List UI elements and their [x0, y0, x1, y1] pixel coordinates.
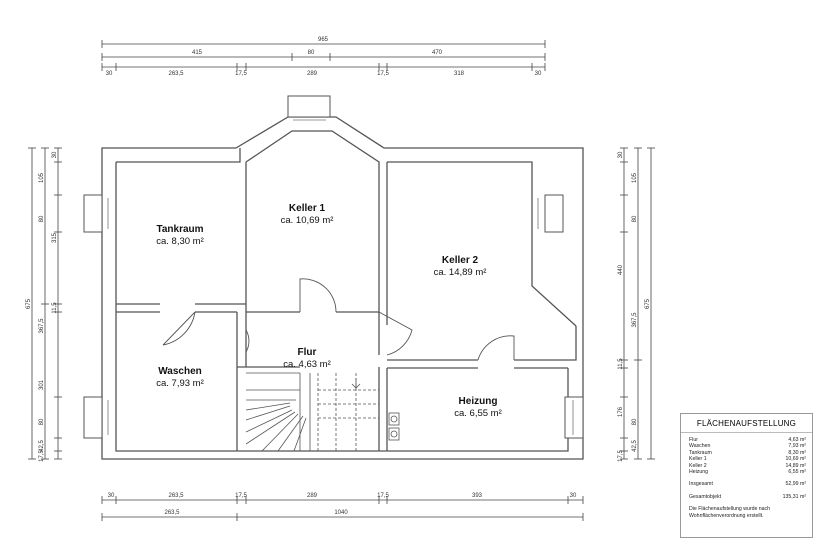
area-row: Waschen 7,93 m² — [689, 443, 806, 449]
area-row: Heizung 6,55 m² — [689, 469, 806, 475]
dim-left-detail: 11,5 — [52, 302, 58, 314]
dim-top-mid: 80 — [308, 50, 315, 56]
area-row-value: 4,63 m² — [788, 437, 806, 443]
dim-left-detail: 301 — [39, 379, 45, 390]
area-total-value: 52,99 m² — [785, 481, 806, 488]
room-area-flur: ca. 4,63 m² — [283, 359, 331, 370]
area-total-label: Insgesamt — [689, 481, 713, 488]
dim-top-detail: 17,5 — [235, 71, 247, 77]
dim-right-mid: 440 — [618, 264, 624, 275]
dim-bottom-detail: 17,5 — [235, 493, 247, 499]
area-row-label: Keller 2 — [689, 462, 707, 469]
dim-bottom-mid: 1040 — [334, 510, 348, 516]
dim-right-detail: 30 — [618, 151, 624, 158]
walls — [101, 116, 584, 460]
window-left-top — [83, 194, 103, 233]
dim-bottom-detail: 30 — [108, 493, 115, 499]
area-row: Flur 4,63 m² — [689, 437, 806, 443]
window-left-bottom — [83, 396, 103, 439]
dim-left-detail: 42,5 — [39, 440, 45, 452]
dim-top-total: 965 — [318, 37, 329, 43]
room-area-waschen: ca. 7,93 m² — [156, 378, 204, 389]
dim-right-detail: 11,5 — [618, 358, 624, 370]
area-row-value: 6,55 m² — [788, 469, 806, 476]
dim-left-detail: 80 — [39, 215, 45, 222]
dim-right-detail: 80 — [632, 418, 638, 425]
dim-left-mid: 367,5 — [39, 318, 45, 334]
room-area-heizung: ca. 6,55 m² — [454, 408, 502, 419]
room-area-keller2: ca. 14,89 m² — [434, 267, 487, 278]
dim-top-detail: 30 — [535, 71, 542, 77]
dim-top-detail: 30 — [106, 71, 113, 77]
dim-right-detail: 105 — [632, 172, 638, 183]
dim-bottom-detail: 289 — [307, 493, 318, 499]
area-row-label: Waschen — [689, 443, 711, 450]
dim-left-total: 675 — [26, 298, 32, 309]
room-name-tankraum: Tankraum — [156, 224, 203, 235]
dim-top-detail: 263,5 — [168, 71, 184, 77]
dim-left-detail: 315 — [52, 232, 58, 243]
dim-bottom-detail: 17,5 — [377, 493, 389, 499]
room-name-waschen: Waschen — [158, 366, 202, 377]
dim-right-total: 675 — [645, 298, 651, 309]
room-name-keller2: Keller 2 — [442, 255, 479, 266]
dim-bottom-detail: 30 — [570, 493, 577, 499]
area-row-label: Heizung — [689, 469, 709, 476]
dim-right-mid: 367,5 — [632, 312, 638, 328]
window-right-bottom — [564, 396, 584, 439]
boiler-burner — [390, 415, 398, 423]
room-area-tankraum: ca. 8,30 m² — [156, 236, 204, 247]
dim-left-detail: 80 — [39, 418, 45, 425]
area-row: Keller 2 14,89 m² — [689, 463, 806, 469]
area-row-label: Flur — [689, 437, 698, 443]
room-name-keller1: Keller 1 — [289, 203, 326, 214]
area-summary-note: Die Flächenaufstellung wurde nach Wohnfl… — [689, 506, 771, 519]
area-row-label: Tankraum — [689, 449, 712, 456]
area-row-value: 10,69 m² — [785, 456, 806, 463]
dim-right-detail: 17,5 — [618, 450, 624, 462]
dim-left-detail: 105 — [39, 172, 45, 183]
area-row-value: 14,89 m² — [785, 462, 806, 469]
room-name-heizung: Heizung — [459, 396, 498, 407]
area-row-label: Keller 1 — [689, 456, 707, 463]
area-object-label: Gesamtobjekt — [689, 493, 722, 500]
area-summary-box: FLÄCHENAUFSTELLUNG Flur 4,63 m² Waschen 7,… — [680, 413, 813, 538]
dim-bottom-detail: 263,5 — [168, 493, 184, 499]
dim-right-detail: 42,5 — [632, 440, 638, 452]
dimension-labels: 965 415 80 470 30 263,5 17,5 289 17,5 31… — [26, 37, 651, 516]
dim-top-mid: 415 — [192, 50, 203, 56]
window-bay — [287, 95, 331, 118]
dim-bottom-detail: 393 — [472, 493, 483, 499]
area-row: Keller 1 10,69 m² — [689, 456, 806, 462]
area-row-value: 7,93 m² — [788, 443, 806, 450]
dim-top-mid: 470 — [432, 50, 443, 56]
area-object-value: 135,31 m² — [782, 493, 806, 500]
area-row: Tankraum 8,30 m² — [689, 450, 806, 456]
area-summary-body: Flur 4,63 m² Waschen 7,93 m² Tankraum 8,30 … — [681, 433, 812, 519]
window-right-top — [544, 194, 564, 233]
room-labels: Tankraum ca. 8,30 m² Keller 1 ca. 10,69 … — [156, 203, 502, 419]
dimension-lines — [28, 40, 655, 521]
dim-right-detail: 176 — [618, 406, 624, 417]
dim-left-detail: 30 — [52, 151, 58, 158]
water-tank-connector — [390, 430, 398, 438]
water-tank — [388, 427, 400, 441]
dim-right-detail: 80 — [632, 215, 638, 222]
room-area-keller1: ca. 10,69 m² — [281, 215, 334, 226]
dim-top-detail: 17,5 — [377, 71, 389, 77]
dim-top-detail: 289 — [307, 71, 318, 77]
dim-bottom-mid: 263,5 — [164, 510, 180, 516]
area-row-value: 8,30 m² — [788, 449, 806, 456]
room-name-flur: Flur — [298, 347, 317, 358]
stairs — [245, 372, 379, 452]
dim-top-detail: 318 — [454, 71, 465, 77]
dim-left-detail: 17,5 — [39, 450, 45, 462]
door-swings — [162, 278, 515, 361]
area-object-row: Gesamtobjekt 135,31 m² — [689, 494, 806, 500]
area-total-row: Insgesamt 52,99 m² — [689, 481, 806, 487]
boiler — [388, 412, 400, 426]
area-summary-title: FLÄCHENAUFSTELLUNG — [681, 414, 812, 433]
